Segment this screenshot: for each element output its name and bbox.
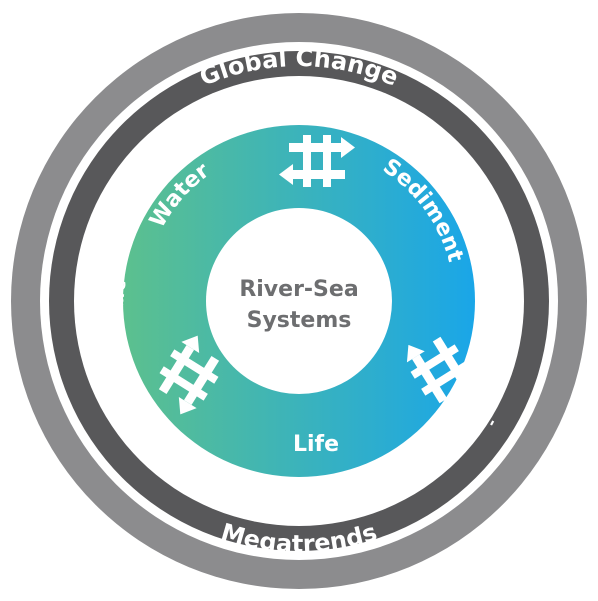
separator-dash: - bbox=[310, 497, 318, 515]
center-title-line2: Systems bbox=[247, 308, 352, 333]
separator-dash: - bbox=[314, 84, 322, 102]
life-label: Life bbox=[293, 432, 339, 457]
center-circle bbox=[206, 208, 392, 394]
center-title-line1: River-Sea bbox=[239, 277, 358, 302]
